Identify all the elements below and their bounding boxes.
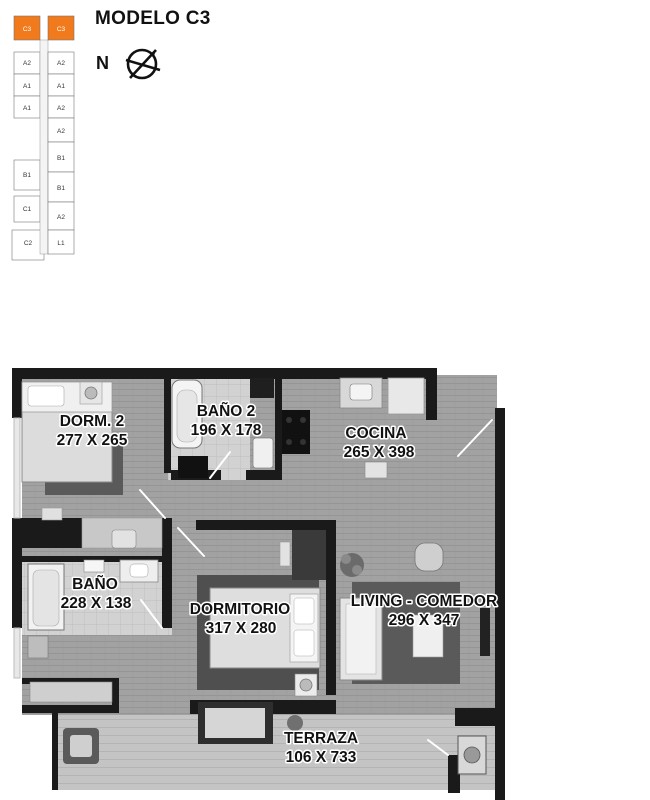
key-unit-right-6	[47, 171, 75, 203]
north-label: N	[96, 53, 109, 73]
key-label-right-0: C3	[57, 26, 66, 33]
key-plan-right-column	[47, 15, 75, 255]
room-size-living: 296 X 347	[389, 612, 460, 629]
dresser	[279, 541, 291, 567]
key-label-right-7: A2	[57, 214, 65, 221]
room-name-dorm2: DORM. 2	[60, 413, 125, 430]
lamp-icon	[84, 386, 98, 400]
door-swings	[139, 419, 493, 756]
room-name-living: LIVING - COMEDOR	[351, 593, 497, 610]
key-label-left-2: A1	[23, 83, 31, 90]
key-unit-right-4	[47, 117, 75, 143]
closet	[292, 530, 326, 580]
shelf	[250, 378, 274, 398]
key-label-left-1: A2	[23, 60, 31, 67]
key-label-left-5: C1	[23, 206, 32, 213]
window-bath	[13, 627, 21, 679]
room-size-terraza: 106 X 733	[286, 749, 357, 766]
room-size-dormitorio: 317 X 280	[206, 620, 277, 637]
key-label-right-3: A2	[57, 105, 65, 112]
room-size-bano: 228 X 138	[61, 595, 132, 612]
window-dorm2	[13, 417, 21, 519]
room-name-bano2: BAÑO 2	[197, 402, 256, 420]
lounge-chair	[414, 542, 444, 572]
coffee-table	[412, 614, 444, 658]
room-size-cocina: 265 X 398	[344, 444, 415, 461]
dining-table	[364, 461, 388, 479]
key-label-right-1: A2	[57, 60, 65, 67]
model-title: MODELO C3	[95, 8, 211, 29]
cabinet	[178, 456, 208, 478]
sink-2	[252, 437, 274, 469]
key-label-right-6: B1	[57, 185, 65, 192]
key-unit-right-8	[47, 229, 75, 255]
room-size-bano2: 196 X 178	[191, 422, 262, 439]
terrace-floor	[52, 715, 500, 790]
key-unit-left-5	[13, 195, 41, 223]
key-unit-left-4	[13, 159, 41, 191]
room-name-dormitorio: DORMITORIO	[190, 601, 290, 618]
building-key-plan: C3 A2 A1 A1 B1 C1 C2 C3 A2 A1 A2 A2 B1 B…	[10, 14, 80, 262]
key-label-left-4: B1	[23, 172, 31, 179]
key-unit-left-0	[13, 15, 41, 41]
fridge	[387, 377, 425, 415]
apartment-floor-plan: DORM. 2 277 X 265 BAÑO 2 196 X 178 COCIN…	[12, 368, 505, 800]
kitchen-sink	[339, 377, 383, 409]
key-unit-right-7	[47, 201, 75, 231]
key-label-left-6: C2	[24, 240, 33, 247]
counter	[29, 681, 113, 703]
key-label-right-5: B1	[57, 155, 65, 162]
compass-icon	[125, 48, 161, 80]
key-plan-left-column	[11, 15, 45, 261]
key-label-right-8: L1	[57, 240, 65, 247]
room-size-dorm2: 277 X 265	[57, 432, 128, 449]
room-name-terraza: TERRAZA	[284, 730, 358, 747]
key-label-right-4: A2	[57, 128, 65, 135]
cooktop	[282, 410, 310, 454]
room-name-cocina: COCINA	[345, 425, 406, 442]
toilet	[83, 559, 105, 573]
washer	[27, 635, 49, 659]
terrace-plant-icon	[287, 715, 303, 731]
key-label-left-3: A1	[23, 105, 31, 112]
key-unit-right-5	[47, 141, 75, 173]
room-name-bano: BAÑO	[72, 575, 118, 593]
key-label-left-0: C3	[23, 26, 32, 33]
chair	[41, 507, 63, 521]
key-unit-right-0	[47, 15, 75, 41]
tv-unit	[480, 608, 490, 656]
armchair	[111, 529, 137, 549]
bedside-lamp-icon	[299, 678, 313, 692]
key-label-right-2: A1	[57, 83, 65, 90]
